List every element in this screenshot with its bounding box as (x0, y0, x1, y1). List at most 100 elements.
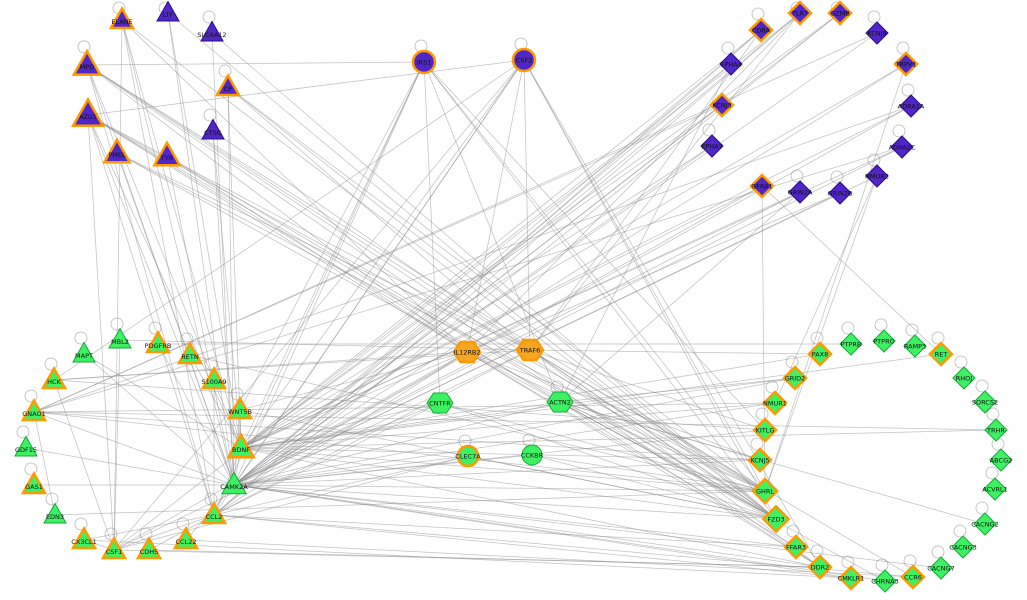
self-loop-chrna3 (875, 558, 889, 572)
node-ramp3[interactable] (903, 334, 927, 358)
node-slc6a12[interactable] (200, 20, 224, 42)
node-tyr[interactable] (152, 140, 182, 167)
node-gas1[interactable] (20, 470, 48, 495)
node-azu1[interactable] (71, 96, 105, 128)
node-cd8a[interactable] (748, 17, 774, 43)
node-rhoj[interactable] (952, 366, 976, 390)
edge-pmel-ghrl (116, 152, 766, 492)
node-ltf[interactable] (156, 0, 180, 22)
edge-elane-bdnf (121, 19, 242, 449)
node-elane[interactable] (108, 5, 136, 30)
node-cp[interactable] (214, 72, 242, 97)
node-ctsg[interactable] (201, 118, 225, 140)
node-pdgfrb[interactable] (144, 329, 172, 354)
node-kcnj9[interactable] (865, 21, 889, 45)
node-epha7[interactable] (700, 134, 724, 158)
node-ghrl[interactable] (751, 477, 779, 505)
edge-ctsg-bdnf (212, 130, 242, 449)
self-loop-epha4 (721, 41, 735, 55)
node-gnao1[interactable] (20, 397, 48, 422)
edge-cd8a-camk2a (233, 29, 762, 486)
node-cckbr[interactable] (521, 444, 543, 466)
node-cdh5[interactable] (135, 535, 163, 560)
node-ddr2[interactable] (807, 554, 833, 580)
self-loop-ddr2 (810, 544, 824, 558)
node-cacng3[interactable] (951, 535, 975, 559)
node-adra2c[interactable] (890, 135, 914, 159)
edge-camk2a-ffar3 (233, 484, 797, 548)
node-ptpro[interactable] (872, 329, 896, 353)
node-gfra1[interactable] (749, 173, 775, 199)
node-ccr6[interactable] (900, 564, 926, 590)
edge-gnao1-ghrl (33, 411, 766, 492)
edge-adra2c-camk2a (233, 146, 903, 486)
self-loop-ptpro (874, 318, 888, 332)
node-mbl2[interactable] (108, 327, 132, 349)
node-retn[interactable] (176, 340, 204, 365)
node-ccl22[interactable] (172, 525, 200, 550)
edge-hck-kitlg (53, 379, 766, 431)
node-actn2[interactable] (546, 391, 574, 413)
edge-elane-il12rb2 (121, 19, 468, 353)
edge-camk2a-gnao1 (33, 411, 235, 486)
edge-tlr7-ccl2 (213, 12, 801, 516)
node-sorcs2[interactable] (973, 390, 997, 414)
edge-tyr-il12rb2 (166, 155, 468, 353)
node-cmklr1[interactable] (838, 565, 864, 591)
edge-grin2a-bdnf (240, 191, 801, 449)
node-mapt[interactable] (72, 341, 96, 363)
node-cntfr[interactable] (426, 392, 454, 414)
node-ptprb[interactable] (839, 332, 863, 356)
node-csf1[interactable] (100, 535, 128, 560)
node-gzmb[interactable] (827, 0, 853, 26)
node-clec7a[interactable] (456, 444, 480, 468)
edge-gdf15-camk2a (25, 447, 235, 486)
node-pax8[interactable] (807, 341, 833, 367)
node-camk2a[interactable] (221, 471, 247, 495)
node-adra1a[interactable] (899, 94, 923, 118)
node-grid2[interactable] (782, 365, 808, 391)
node-csf2[interactable] (511, 47, 537, 73)
node-kitlg[interactable] (752, 417, 778, 443)
node-ret[interactable] (928, 341, 954, 367)
node-gdf15[interactable] (14, 435, 38, 457)
node-chrna3[interactable] (873, 569, 897, 593)
node-traf6[interactable] (515, 338, 545, 362)
node-cacng2[interactable] (973, 512, 997, 536)
node-ccl2[interactable] (200, 500, 228, 525)
node-acvrl1[interactable] (983, 477, 1007, 501)
node-tlr7[interactable] (787, 0, 813, 26)
edge-bdnf-ddr2 (240, 447, 821, 568)
node-trpv1[interactable] (893, 51, 919, 77)
node-abcg2[interactable] (989, 448, 1013, 472)
node-pmel[interactable] (102, 137, 132, 164)
edge-gnao1-nmur1 (33, 402, 776, 413)
node-nmur1[interactable] (762, 390, 788, 416)
node-cx3cl1[interactable] (70, 525, 98, 550)
node-grin2a[interactable] (788, 180, 812, 204)
node-mpo[interactable] (71, 48, 103, 76)
node-fzd3[interactable] (761, 504, 791, 534)
node-kcnj3[interactable] (709, 92, 735, 118)
node-s100a9[interactable] (200, 365, 228, 390)
edge-grin2b-bdnf (240, 192, 841, 449)
edge-cd8a-bdnf (240, 29, 762, 449)
node-epha4[interactable] (719, 52, 743, 76)
edge-irs1-fzd3 (423, 61, 777, 520)
node-ffar3[interactable] (783, 534, 809, 560)
node-kcnj5[interactable] (747, 447, 773, 473)
node-hck[interactable] (40, 365, 68, 390)
node-il12rb2[interactable] (452, 340, 482, 364)
node-edn3[interactable] (43, 502, 67, 524)
node-irs1[interactable] (411, 49, 437, 75)
node-wnt5b[interactable] (226, 395, 254, 420)
node-cacng7[interactable] (929, 556, 953, 580)
self-loop-ramp3 (905, 323, 919, 337)
self-loop-ret (931, 331, 945, 345)
node-nmur2[interactable] (865, 164, 889, 188)
node-bdnf[interactable] (226, 432, 256, 459)
node-grin2b[interactable] (828, 181, 852, 205)
node-trhr[interactable] (984, 418, 1008, 442)
